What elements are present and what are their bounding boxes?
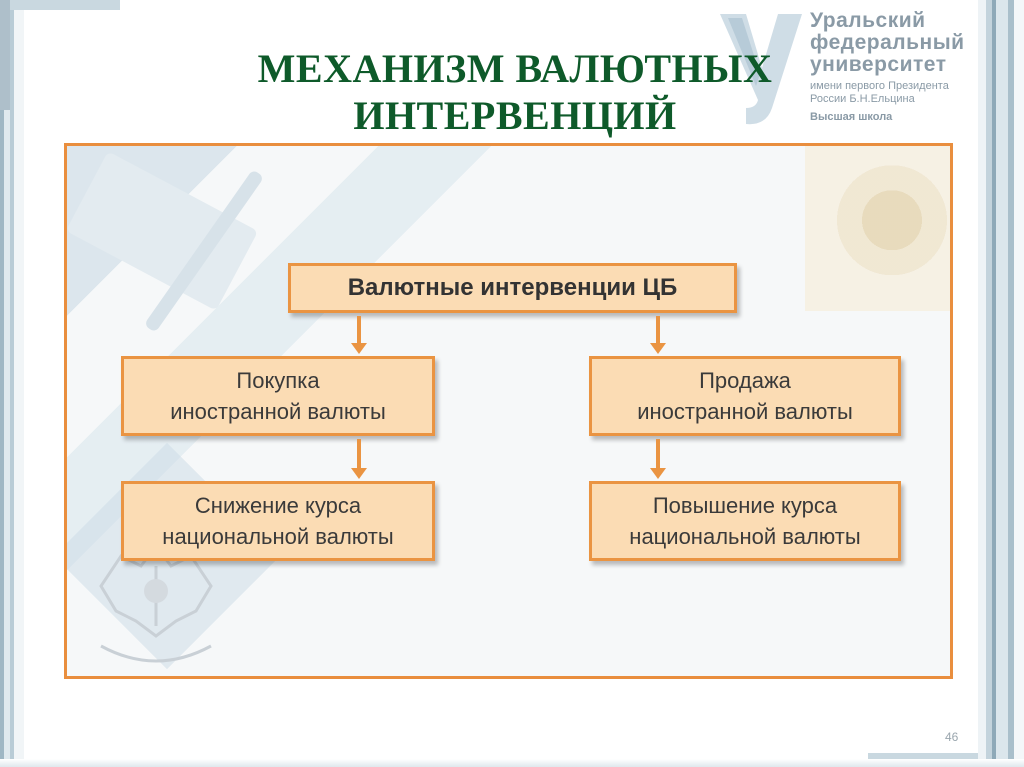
logo-line: Высшая школа — [810, 111, 893, 123]
slide-title-line: МЕХАНИЗМ ВАЛЮТНЫХ — [257, 46, 773, 91]
arrow-left-action-to-result — [351, 439, 367, 479]
bottom-frame-decoration — [0, 759, 1024, 767]
logo-line: России Б.Н.Ельцина — [810, 93, 915, 105]
diagram-box-raise-rate: Повышение курса национальной валюты — [589, 481, 901, 561]
box-text-line: Снижение курса — [194, 493, 362, 518]
diagram-box-sell-currency: Продажа иностранной валюты — [589, 356, 901, 436]
slide-title: МЕХАНИЗМ ВАЛЮТНЫХ ИНТЕРВЕНЦИЙ — [220, 45, 810, 139]
logo-line: имени первого Президента — [810, 80, 949, 92]
bottom-right-frame-decoration — [868, 753, 978, 761]
box-text-line: национальной валюты — [629, 524, 861, 549]
box-text-line: Продажа — [699, 368, 791, 393]
slide-title-line: ИНТЕРВЕНЦИЙ — [353, 93, 677, 138]
top-left-frame-decoration — [0, 0, 120, 10]
top-left-frame-bar — [0, 0, 10, 110]
diagram-root-box: Валютные интервенции ЦБ — [288, 263, 737, 313]
box-text-line: иностранной валюты — [170, 399, 386, 424]
box-text-line: Повышение курса — [652, 493, 838, 518]
diagram-box-buy-currency: Покупка иностранной валюты — [121, 356, 435, 436]
arrow-right-action-to-result — [650, 439, 666, 479]
logo-line: университет — [810, 53, 947, 76]
diagram-panel: Валютные интервенции ЦБ Покупка иностран… — [64, 143, 953, 679]
box-text-line: Покупка — [236, 368, 320, 393]
box-text-line: иностранной валюты — [637, 399, 853, 424]
left-frame-decoration — [0, 0, 24, 767]
slide-number: 46 — [945, 730, 959, 744]
arrow-root-to-right — [650, 316, 666, 354]
pen-decoration-icon — [67, 153, 262, 331]
coins-photo-decoration — [805, 146, 950, 311]
right-frame-decoration — [978, 0, 1024, 767]
logo-line: Уральский — [810, 9, 926, 32]
diagram-box-lower-rate: Снижение курса национальной валюты — [121, 481, 435, 561]
box-text-line: национальной валюты — [162, 524, 394, 549]
logo-line: федеральный — [810, 31, 965, 54]
university-logo-text: Уральский федеральный университет имени … — [810, 10, 965, 124]
university-logo-icon — [720, 14, 802, 125]
arrow-root-to-left — [351, 316, 367, 354]
